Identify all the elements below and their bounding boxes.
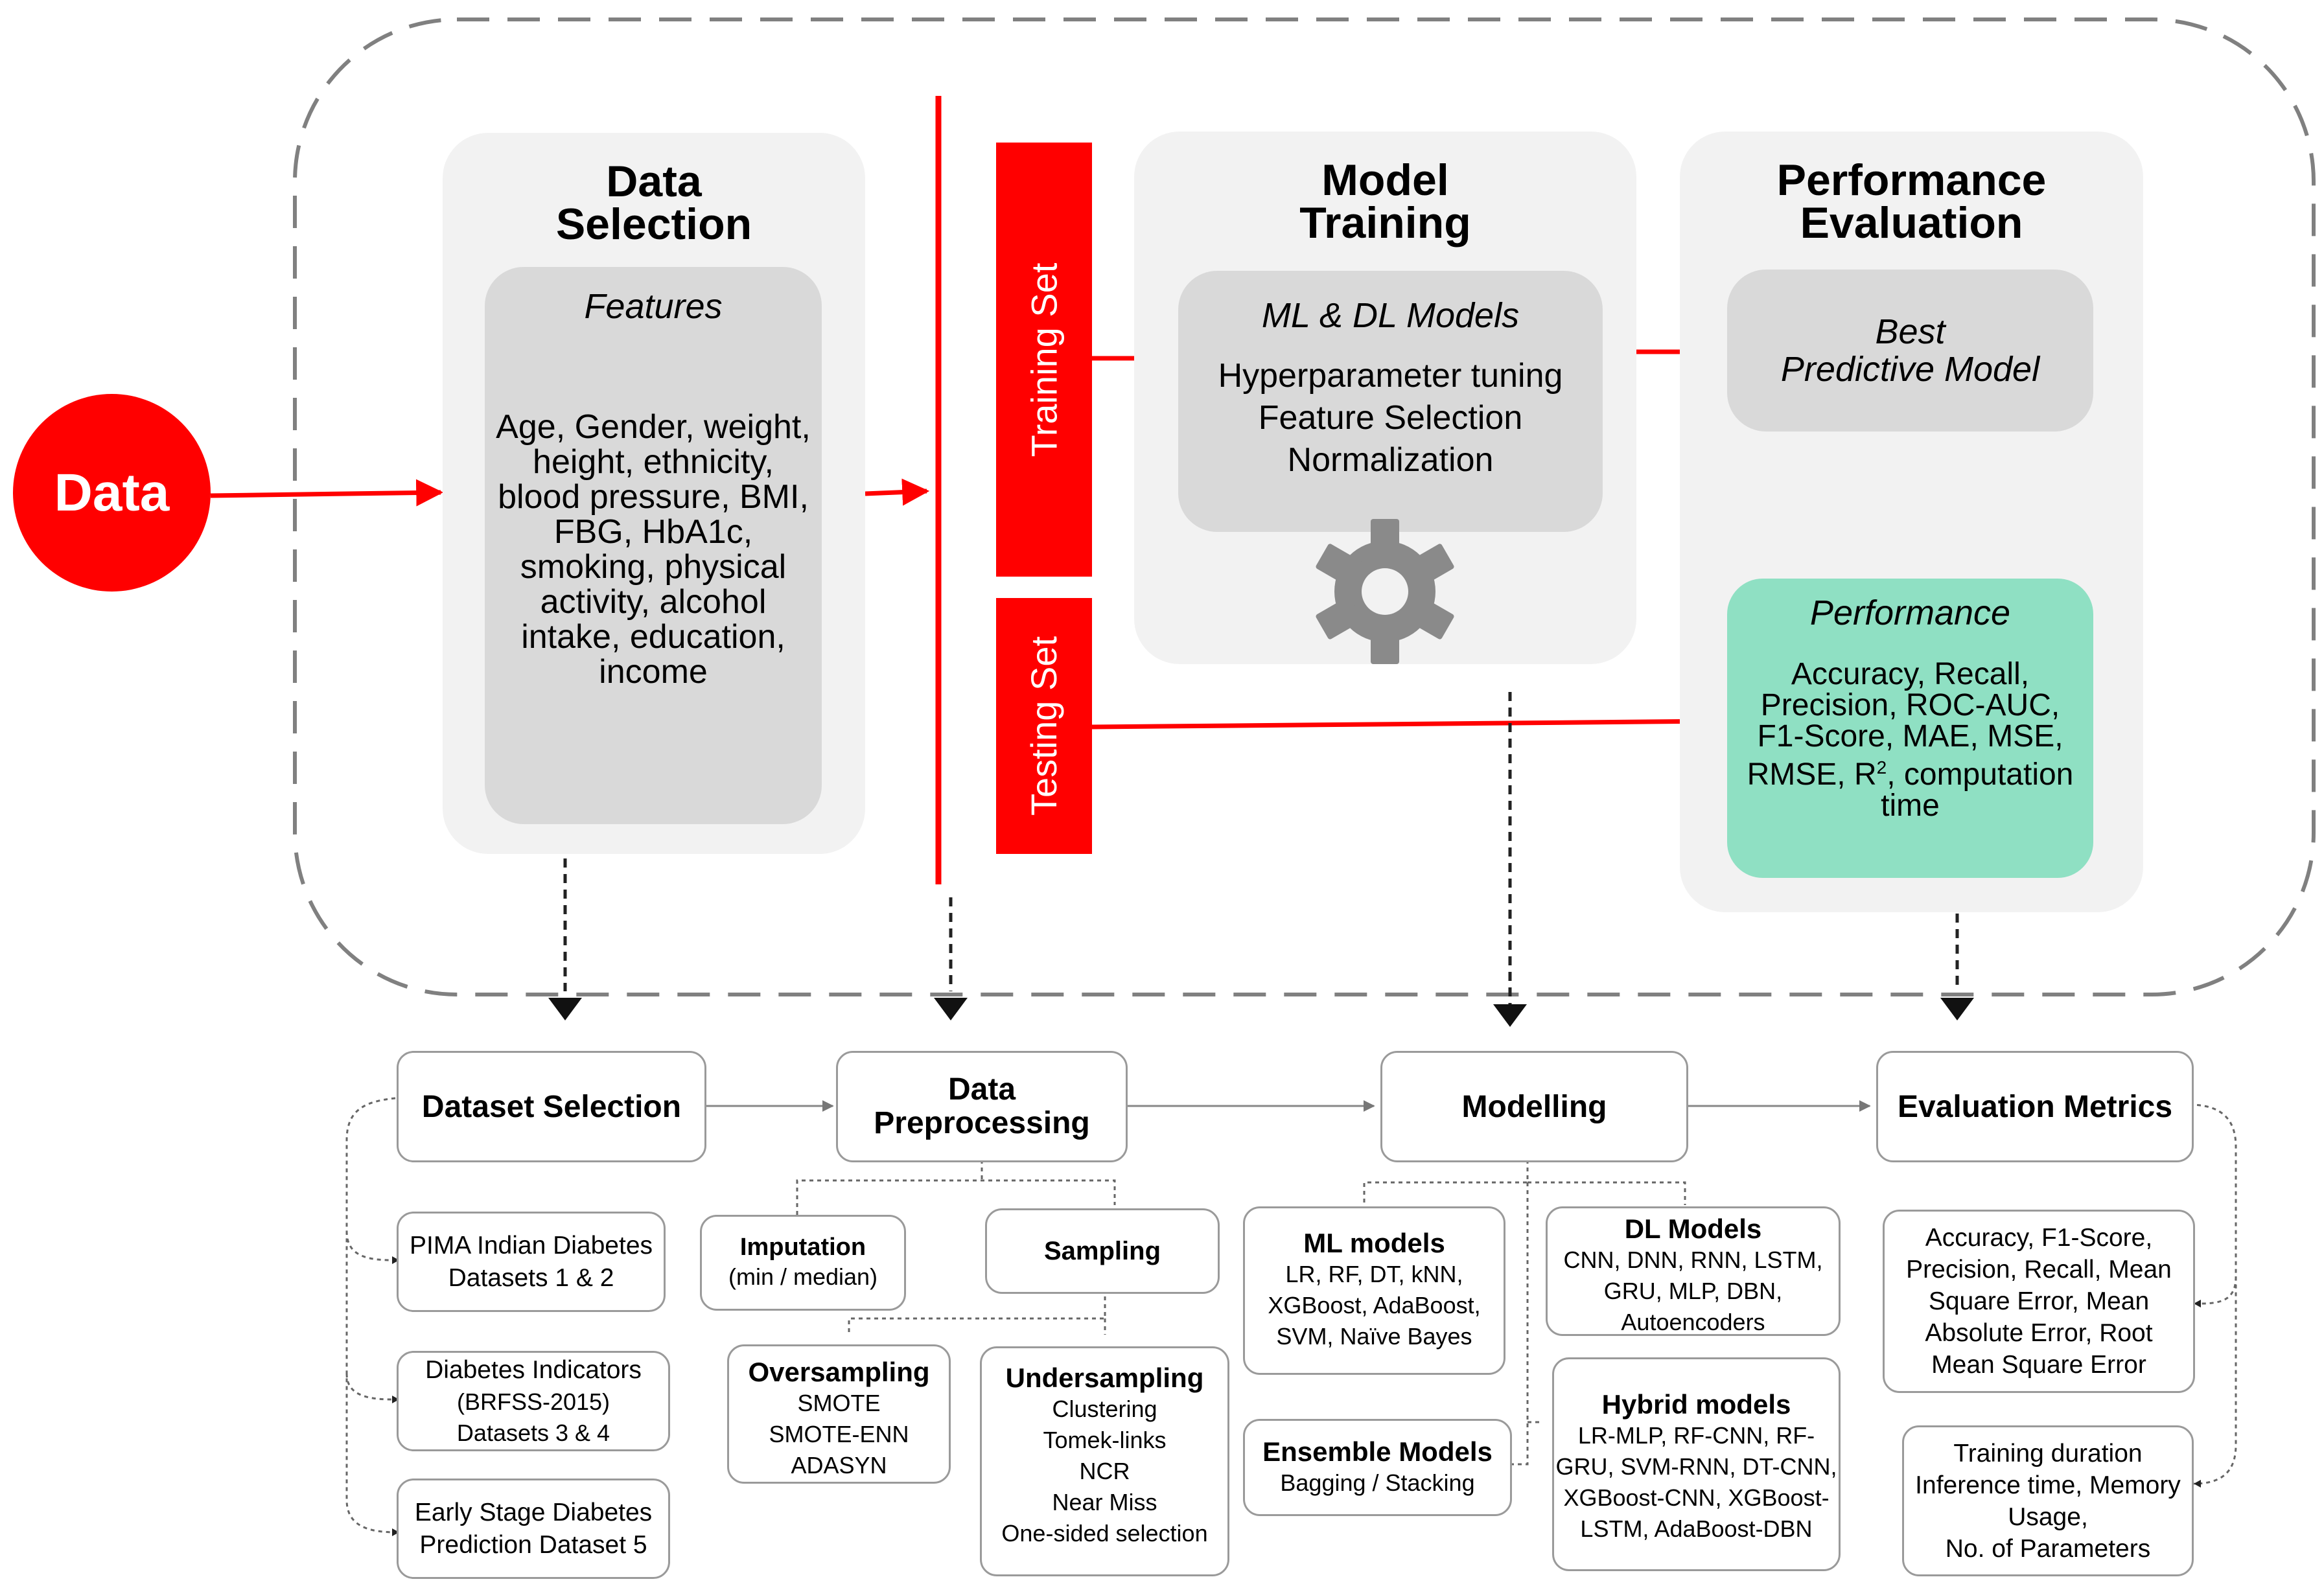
training-set-bar: Training Set <box>996 143 1092 577</box>
imputation-title: Imputation <box>739 1233 866 1261</box>
model-training-panel: Model Training ML & DL Models Hyperparam… <box>1134 132 1636 664</box>
features-label: Features <box>584 287 723 326</box>
features-list: Age, Gender, weight, height, ethnicity, … <box>496 408 811 691</box>
models-box: ML & DL Models Hyperparameter tuning Fea… <box>1178 271 1603 532</box>
stage-data-preprocessing: Data Preprocessing <box>836 1051 1128 1162</box>
oversampling-items: SMOTE SMOTE-ENN ADASYN <box>769 1390 909 1479</box>
imputation-box: Imputation (min / median) <box>700 1215 906 1311</box>
sampling-title: Sampling <box>1043 1236 1161 1265</box>
hybrid-models-title: Hybrid models <box>1601 1389 1791 1420</box>
stage-dataset-selection-label: Dataset Selection <box>421 1089 682 1124</box>
dataset-early-stage: Early Stage Diabetes Prediction Dataset … <box>397 1479 670 1579</box>
models-items: Hyperparameter tuning Feature Selection … <box>1218 357 1563 479</box>
stage-evaluation-metrics: Evaluation Metrics <box>1876 1051 2194 1162</box>
ml-models-box: ML models LR, RF, DT, kNN, XGBoost, AdaB… <box>1243 1206 1505 1375</box>
gear-icon <box>1316 519 1454 664</box>
testing-set-label: Testing Set <box>1023 636 1065 816</box>
dataset-indicators-sub: (BRFSS-2015) Datasets 3 & 4 <box>456 1388 610 1446</box>
oversampling-title: Oversampling <box>748 1357 930 1387</box>
ensemble-models-box: Ensemble Models Bagging / Stacking <box>1243 1419 1512 1516</box>
arrow-testing-to-performance <box>1091 708 1721 735</box>
undersampling-items: Clustering Tomek-links NCR Near Miss One… <box>1001 1396 1208 1547</box>
data-node: Data <box>13 394 211 592</box>
down-arrowhead-1 <box>548 998 582 1020</box>
hybrid-models-box: Hybrid models LR-MLP, RF-CNN, RF- GRU, S… <box>1552 1357 1841 1571</box>
dl-models-items: CNN, DNN, RNN, LSTM, GRU, MLP, DBN, Auto… <box>1563 1247 1823 1335</box>
dl-models-box: DL Models CNN, DNN, RNN, LSTM, GRU, MLP,… <box>1546 1206 1841 1336</box>
efficiency-box: Training duration Inference time, Memory… <box>1902 1425 2194 1576</box>
undersampling-title: Undersampling <box>1005 1363 1204 1393</box>
undersampling-box: Undersampling Clustering Tomek-links NCR… <box>980 1346 1229 1576</box>
stage-modelling: Modelling <box>1380 1051 1688 1162</box>
dataset-pima-label: PIMA Indian Diabetes Datasets 1 & 2 <box>409 1231 653 1292</box>
models-subtitle: ML & DL Models <box>1261 296 1520 335</box>
dl-models-title: DL Models <box>1624 1214 1762 1244</box>
pipeline-frame <box>293 17 2316 996</box>
imputation-sub: (min / median) <box>728 1263 878 1290</box>
best-model-box: Best Predictive Model <box>1727 270 2093 432</box>
stage-data-preprocessing-label: Data Preprocessing <box>874 1072 1090 1140</box>
ensemble-models-title: Ensemble Models <box>1262 1436 1493 1467</box>
ensemble-models-items: Bagging / Stacking <box>1280 1469 1475 1496</box>
performance-box: Performance Accuracy, Recall, Precision,… <box>1727 579 2093 878</box>
down-arrowhead-4 <box>1940 998 1974 1020</box>
stage-modelling-label: Modelling <box>1461 1089 1607 1124</box>
performance-evaluation-title: Performance Evaluation <box>1776 155 2047 247</box>
best-model-label: Best Predictive Model <box>1780 312 2040 389</box>
efficiency-items: Training duration Inference time, Memory… <box>1915 1439 2181 1563</box>
metrics-items: Accuracy, F1-Score, Precision, Recall, M… <box>1906 1224 2172 1379</box>
dataset-diabetes-indicators: Diabetes Indicators (BRFSS-2015) Dataset… <box>397 1351 670 1451</box>
down-arrowhead-3 <box>1493 1004 1527 1027</box>
performance-metrics: Accuracy, Recall, Precision, ROC-AUC, F1… <box>1747 657 2074 823</box>
dataset-early-stage-label: Early Stage Diabetes Prediction Dataset … <box>414 1498 653 1559</box>
ml-models-items: LR, RF, DT, kNN, XGBoost, AdaBoost, SVM,… <box>1268 1261 1481 1350</box>
model-training-title: Model Training <box>1299 155 1471 247</box>
hybrid-models-items: LR-MLP, RF-CNN, RF- GRU, SVM-RNN, DT-CNN… <box>1555 1422 1837 1542</box>
data-selection-panel: Data Selection Features Age, Gender, wei… <box>443 133 865 854</box>
stage-dataset-selection: Dataset Selection <box>397 1051 706 1162</box>
features-box: Features Age, Gender, weight, height, et… <box>485 267 822 824</box>
sampling-box: Sampling <box>985 1208 1220 1294</box>
arrow-data-to-selection <box>210 479 444 507</box>
stage-evaluation-metrics-label: Evaluation Metrics <box>1897 1089 2173 1124</box>
training-set-label: Training Set <box>1023 262 1065 457</box>
metrics-box: Accuracy, F1-Score, Precision, Recall, M… <box>1883 1210 2195 1393</box>
data-node-label: Data <box>54 463 170 522</box>
performance-label: Performance <box>1809 593 2011 632</box>
performance-evaluation-panel: Performance Evaluation Best Predictive M… <box>1680 132 2143 912</box>
dataset-indicators-title: Diabetes Indicators <box>425 1355 642 1384</box>
data-selection-title: Data Selection <box>555 157 752 249</box>
dataset-pima: PIMA Indian Diabetes Datasets 1 & 2 <box>397 1212 666 1312</box>
testing-set-bar: Testing Set <box>996 598 1092 854</box>
down-arrowhead-2 <box>934 998 968 1020</box>
ml-models-title: ML models <box>1303 1228 1445 1258</box>
oversampling-box: Oversampling SMOTE SMOTE-ENN ADASYN <box>727 1344 951 1484</box>
arrow-selection-to-split <box>865 478 930 506</box>
